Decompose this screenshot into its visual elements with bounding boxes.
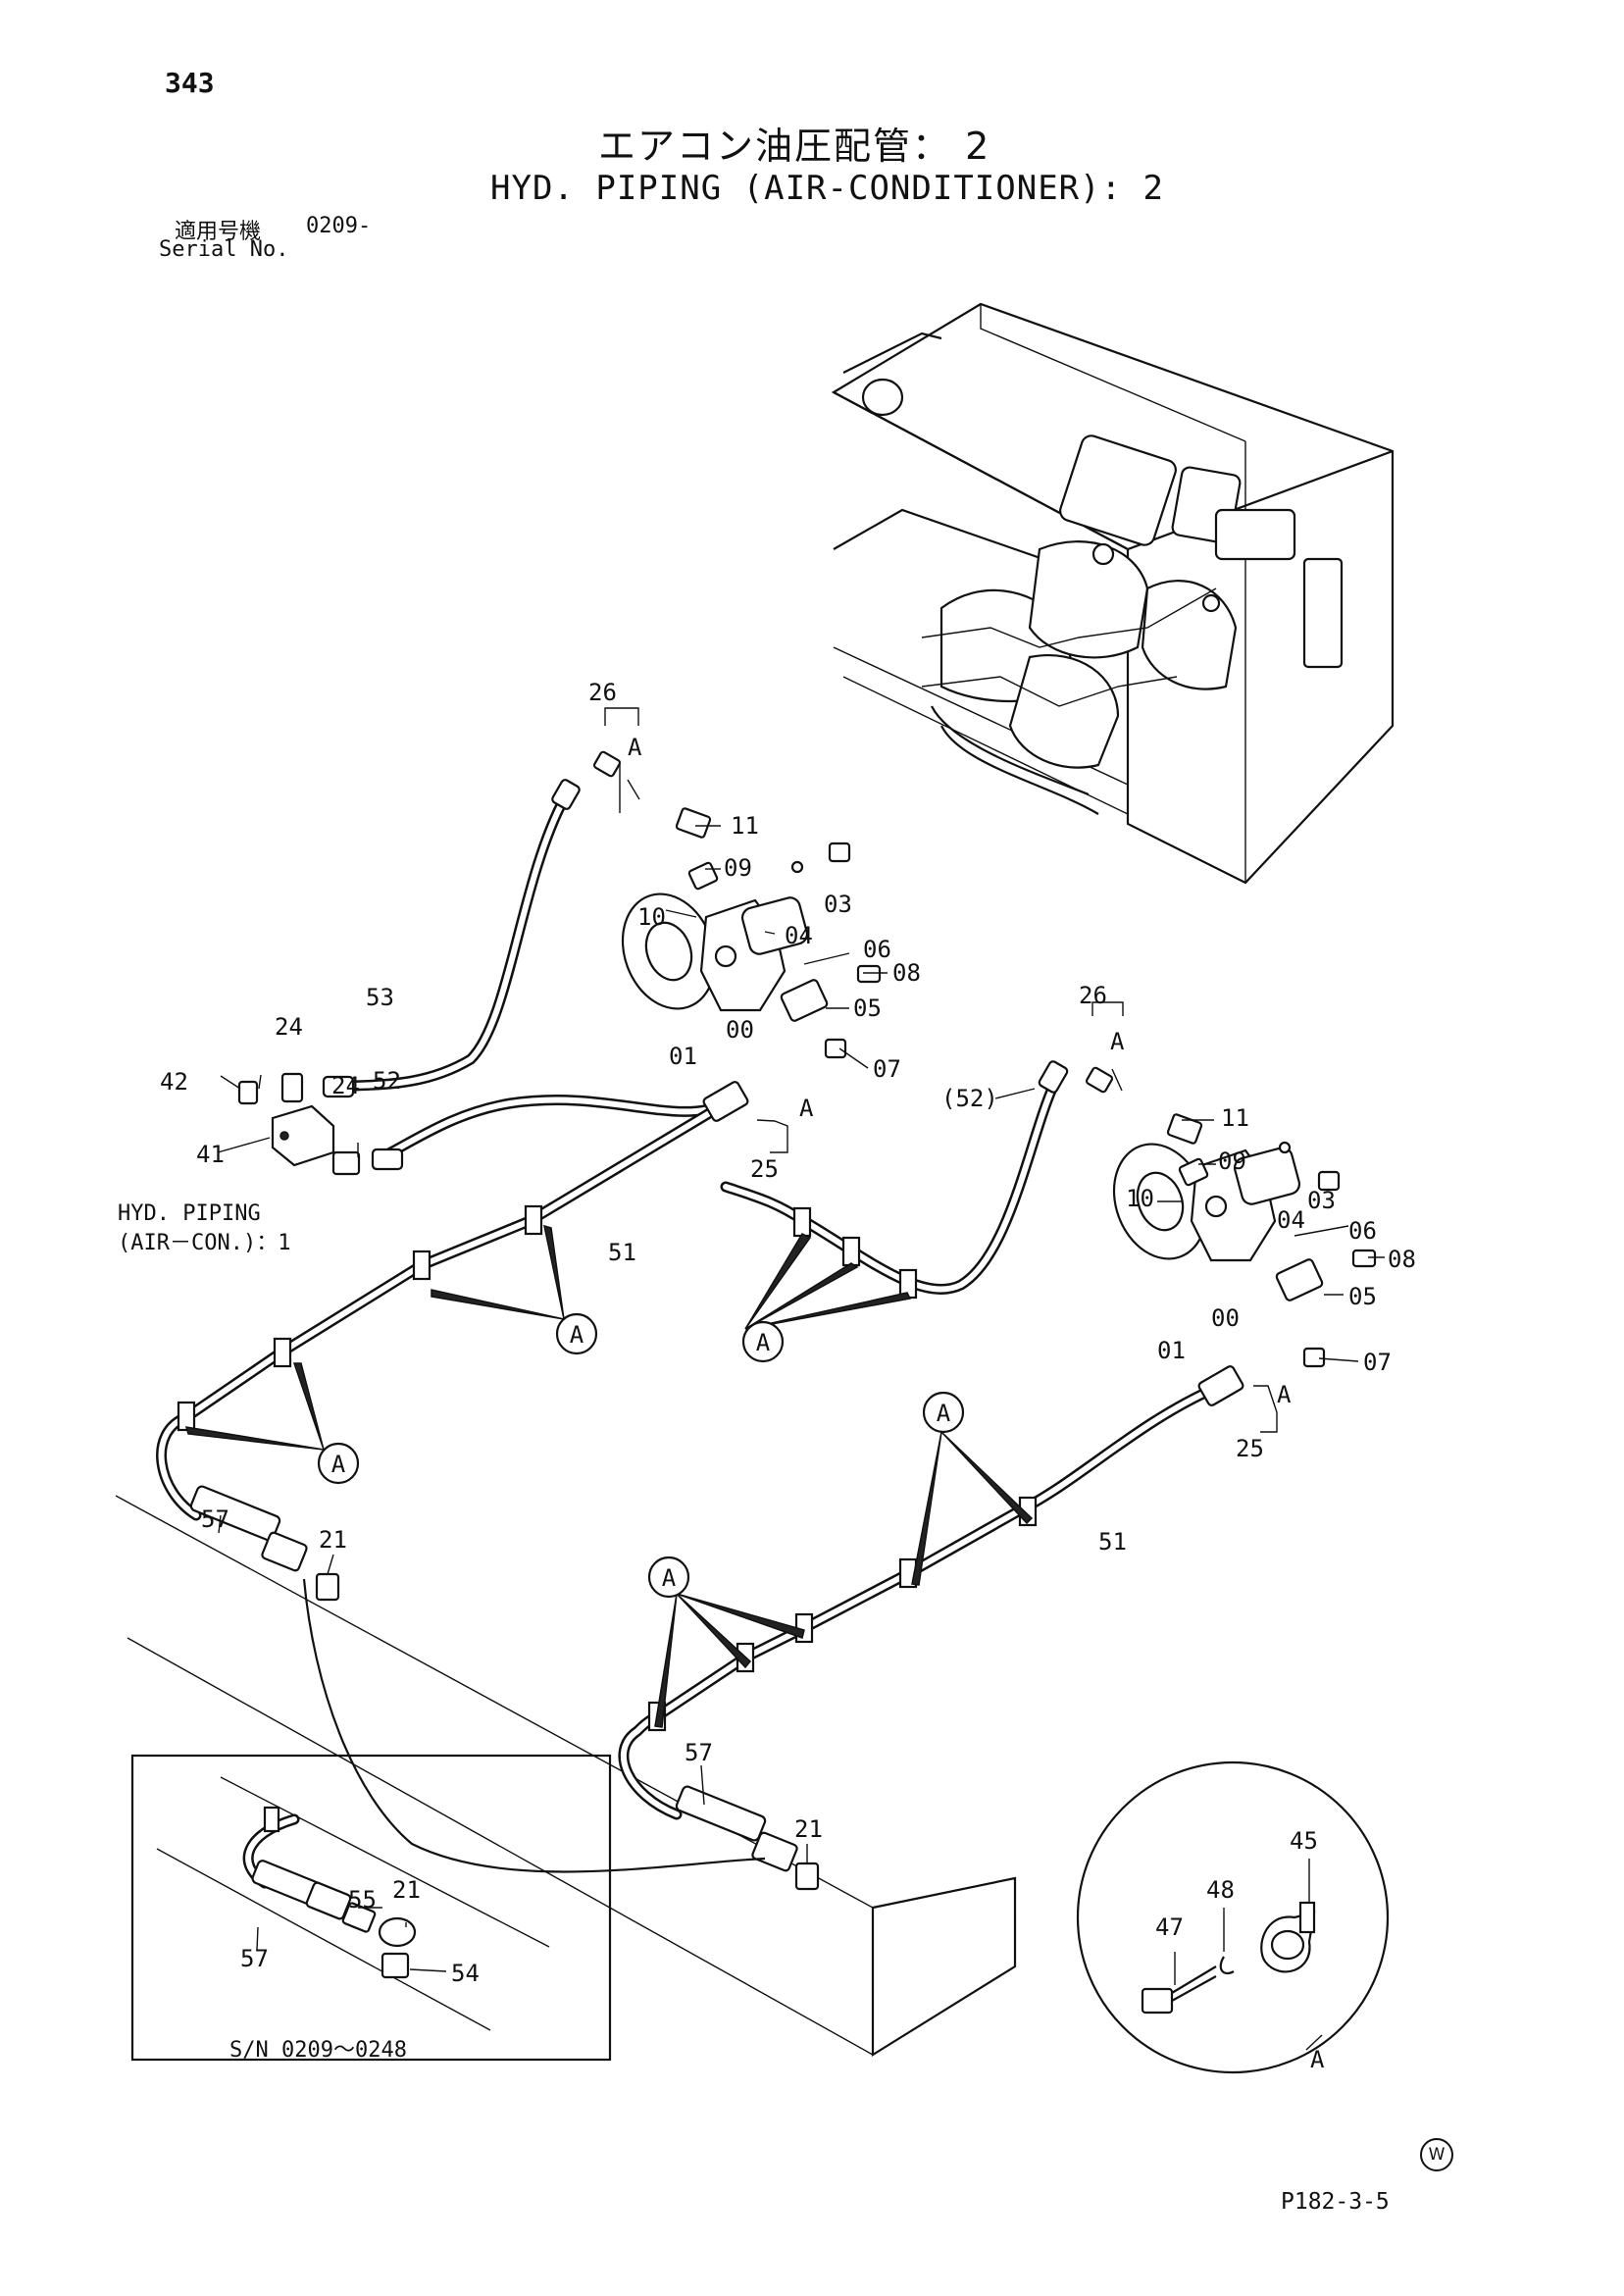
callout-01: 01 <box>669 1043 697 1070</box>
clamp-mark-5: A <box>647 1556 690 1599</box>
detail-circle-a <box>1076 1760 1390 2074</box>
callout-57: 57 <box>201 1505 229 1533</box>
callout-24: 24 <box>275 1013 303 1041</box>
inset-box <box>130 1754 612 2062</box>
reference-note: HYD. PIPING (AIR－CON.)：1 <box>118 1199 290 1258</box>
clamp-mark-3: A <box>317 1442 360 1485</box>
callout-03: 03 <box>1307 1187 1336 1214</box>
inset-serial-caption: S/N 0209～0248 <box>229 2038 407 2063</box>
callout-a: A <box>1110 1028 1125 1055</box>
svg-text:A: A <box>756 1329 771 1356</box>
callout-24: 24 <box>331 1072 360 1099</box>
callout-21: 21 <box>794 1815 823 1843</box>
callout-26: 26 <box>588 679 617 706</box>
reference-note-line-1: HYD. PIPING <box>118 1201 261 1226</box>
callout-09: 09 <box>724 854 752 882</box>
callout-21: 21 <box>319 1526 347 1554</box>
figure-code: P182-3-5 <box>1281 2189 1390 2215</box>
svg-text:A: A <box>937 1400 951 1427</box>
clamp-pointer-wedges <box>184 1224 1034 1728</box>
callout-06: 06 <box>863 936 891 963</box>
hose-clamps <box>177 1204 1038 1732</box>
serial-number-value: 0209- <box>306 214 372 238</box>
callout-03: 03 <box>824 891 852 918</box>
callout-25: 25 <box>750 1155 779 1183</box>
callout-07: 07 <box>873 1055 901 1083</box>
clamp-mark-1: A <box>555 1312 598 1355</box>
w-mark: W <box>1420 2138 1453 2171</box>
callout-53: 53 <box>366 984 394 1011</box>
machine-body-drawing <box>831 302 1395 885</box>
svg-text:A: A <box>570 1321 584 1349</box>
callout-08: 08 <box>1388 1246 1416 1273</box>
callout-08: 08 <box>892 959 921 987</box>
callout-47: 47 <box>1155 1913 1184 1941</box>
callout-41: 41 <box>196 1141 225 1168</box>
callout-51: 51 <box>1098 1528 1127 1556</box>
callout-10: 10 <box>1126 1185 1154 1212</box>
callout-00: 00 <box>1211 1304 1240 1332</box>
callout-09: 09 <box>1218 1148 1246 1175</box>
reference-note-line-2: (AIR－CON.)：1 <box>118 1231 291 1255</box>
callout-01: 01 <box>1157 1337 1186 1364</box>
part-callouts: 26 A 11 09 03 10 04 06 08 05 00 01 07 53… <box>160 679 1416 2073</box>
pump-assembly-upper <box>237 750 882 1176</box>
callout-57: 57 <box>685 1739 713 1766</box>
callout-04: 04 <box>1277 1206 1305 1234</box>
callout-51: 51 <box>608 1239 636 1266</box>
callout-26: 26 <box>1079 982 1107 1009</box>
page-number: 343 <box>165 67 215 99</box>
callout-a: A <box>799 1095 814 1122</box>
page-title-english: HYD. PIPING (AIR-CONDITIONER): 2 <box>490 169 1165 208</box>
callout-a: A <box>1310 2046 1325 2073</box>
callout-a: A <box>628 734 642 761</box>
callout-10: 10 <box>637 903 666 931</box>
clamp-callout-circles: A A A A A <box>317 1312 965 1599</box>
svg-text:A: A <box>331 1451 346 1478</box>
page-title-japanese: エアコン油圧配管： 2 <box>598 125 991 168</box>
callout-11: 11 <box>1221 1104 1249 1132</box>
frame-outline <box>115 1495 1017 2057</box>
serial-label-japanese: 適用号機 <box>175 220 262 244</box>
callout-a: A <box>1277 1381 1292 1408</box>
callout-57: 57 <box>240 1945 269 1972</box>
clamp-mark-2: A <box>741 1320 785 1363</box>
fittings-21 <box>315 1572 820 1891</box>
callout-45: 45 <box>1290 1827 1318 1855</box>
callout-52-ref: (52) <box>941 1085 998 1112</box>
callout-55: 55 <box>348 1886 377 1913</box>
callout-48: 48 <box>1206 1876 1235 1904</box>
callout-07: 07 <box>1363 1349 1392 1376</box>
callout-06: 06 <box>1348 1217 1377 1245</box>
callout-42: 42 <box>160 1068 188 1096</box>
serial-label-english: Serial No. <box>159 237 289 262</box>
callout-54: 54 <box>451 1960 480 1987</box>
callout-52: 52 <box>373 1067 401 1095</box>
callout-25: 25 <box>1236 1435 1264 1462</box>
callout-00: 00 <box>726 1016 754 1044</box>
svg-text:A: A <box>662 1564 677 1592</box>
leader-lines <box>217 707 1385 2051</box>
clamp-mark-4: A <box>922 1391 965 1434</box>
callout-21: 21 <box>392 1876 421 1904</box>
callout-04: 04 <box>785 922 813 949</box>
callout-05: 05 <box>1348 1283 1377 1310</box>
callout-05: 05 <box>853 995 882 1022</box>
callout-11: 11 <box>731 812 759 840</box>
